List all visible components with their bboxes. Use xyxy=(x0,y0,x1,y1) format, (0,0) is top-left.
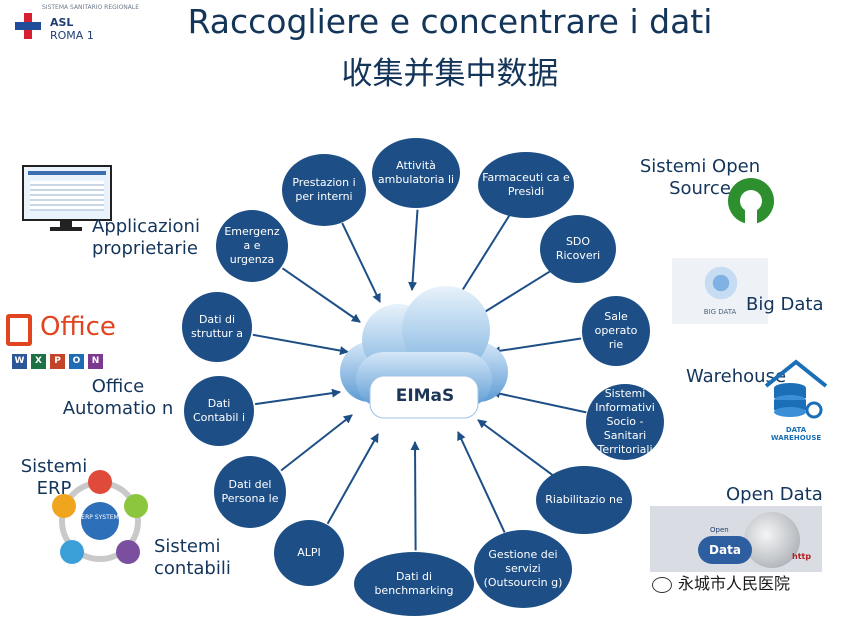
arrow-node-dati-contabili xyxy=(254,388,341,406)
word-icon: W xyxy=(12,354,27,369)
open-data-small-text: Open xyxy=(710,526,729,534)
node-dati-contabili: Dati Contabil i xyxy=(184,376,254,446)
page-title: Raccogliere e concentrare i dati xyxy=(187,2,713,41)
central-cloud xyxy=(340,286,508,419)
office-logo-icon: Office xyxy=(6,312,118,348)
node-benchmarking: Dati di benchmarking xyxy=(354,552,474,616)
arrow-node-sdo-ricoveri xyxy=(474,270,551,319)
arrow-node-benchmarking xyxy=(410,441,420,551)
page-subtitle: 收集并集中数据 xyxy=(341,56,559,92)
label-applicazioni-proprietarie: Applicazioni proprietarie xyxy=(92,216,200,259)
powerpoint-icon: P xyxy=(50,354,65,369)
node-sdo-ricoveri: SDO Ricoveri xyxy=(540,215,616,283)
arrow-node-farmaceutica xyxy=(454,214,511,303)
onenote-icon: N xyxy=(88,354,103,369)
cross-icon-horizontal xyxy=(15,22,41,30)
node-riabilitazione: Riabilitazio ne xyxy=(536,466,632,534)
center-label: EIMaS xyxy=(395,386,455,406)
logo-tiny-text: SISTEMA SANITARIO REGIONALE xyxy=(42,4,140,11)
arrow-node-attivita-ambulatoriali xyxy=(408,209,419,291)
node-sistemi-informativi: Sistemi Informativi Socio - Sanitari Ter… xyxy=(586,384,664,460)
node-alpi: ALPI xyxy=(274,520,344,586)
big-data-icon: BIG DATA xyxy=(672,258,768,324)
asl-roma1-logo: SISTEMA SANITARIO REGIONALE ASL ROMA 1 xyxy=(14,4,139,46)
label-office-automation: Office Automatio n xyxy=(62,376,174,419)
node-gestione-servizi: Gestione dei servizi (Outsourcin g) xyxy=(474,530,572,608)
node-farmaceutica: Farmaceuti ca e Presìdi xyxy=(478,152,574,218)
arrow-node-riabilitazione xyxy=(477,419,557,479)
monitor-icon xyxy=(22,165,112,235)
node-dati-struttura: Dati di struttur a xyxy=(182,292,252,362)
node-attivita-ambulatoriali: Attività ambulatoria li xyxy=(372,138,460,208)
excel-icon: X xyxy=(31,354,46,369)
label-sistemi-erp: Sistemi ERP xyxy=(20,456,88,499)
label-sistemi-open-source: Sistemi Open Source xyxy=(639,156,761,199)
wechat-icon xyxy=(652,576,672,593)
label-big-data: Big Data xyxy=(746,294,824,315)
arrow-node-prestazioni xyxy=(341,222,381,303)
erp-cycle-icon: ERP SYSTEM xyxy=(52,470,148,564)
node-dati-personale: Dati del Persona le xyxy=(214,456,286,528)
big-data-caption: BIG DATA xyxy=(703,308,737,316)
arrow-node-gestione-servizi xyxy=(457,431,506,533)
watermark: 永城市人民医院 xyxy=(652,570,842,593)
label-open-data: Open Data xyxy=(726,484,823,505)
arrows-group xyxy=(252,209,587,551)
watermark-text: 永城市人民医院 xyxy=(678,574,791,593)
label-warehouse: Warehouse xyxy=(686,366,787,387)
arrow-node-dati-personale xyxy=(280,414,353,472)
node-emergenza-urgenza: Emergenz a e urgenza xyxy=(216,210,288,282)
logo-roma: ROMA 1 xyxy=(50,29,94,42)
arrow-node-sale-operatorie xyxy=(491,337,582,356)
warehouse-caption: DATA WAREHOUSE xyxy=(770,426,822,442)
open-source-icon xyxy=(728,178,774,226)
open-data-main-text: Data xyxy=(698,536,752,564)
open-data-icon: Open Data http xyxy=(650,506,822,572)
open-data-http-text: http xyxy=(792,552,812,561)
arrow-node-sistemi-informativi xyxy=(491,389,587,414)
warehouse-icon: DATA WAREHOUSE xyxy=(760,356,832,442)
logo-asl: ASL xyxy=(50,16,74,29)
office-app-icons: W X P O N xyxy=(12,354,112,370)
arrow-node-emergenza-urgenza xyxy=(281,267,361,323)
label-sistemi-contabili: Sistemi contabili xyxy=(154,536,231,579)
node-sale-operatorie: Sale operato rie xyxy=(582,296,650,366)
outlook-icon: O xyxy=(69,354,84,369)
office-brand-text: Office xyxy=(40,312,116,342)
arrow-node-alpi xyxy=(326,433,379,525)
node-prestazioni: Prestazion i per interni xyxy=(282,154,366,226)
erp-center-text: ERP SYSTEM xyxy=(81,514,118,521)
arrow-node-dati-struttura xyxy=(252,333,349,356)
